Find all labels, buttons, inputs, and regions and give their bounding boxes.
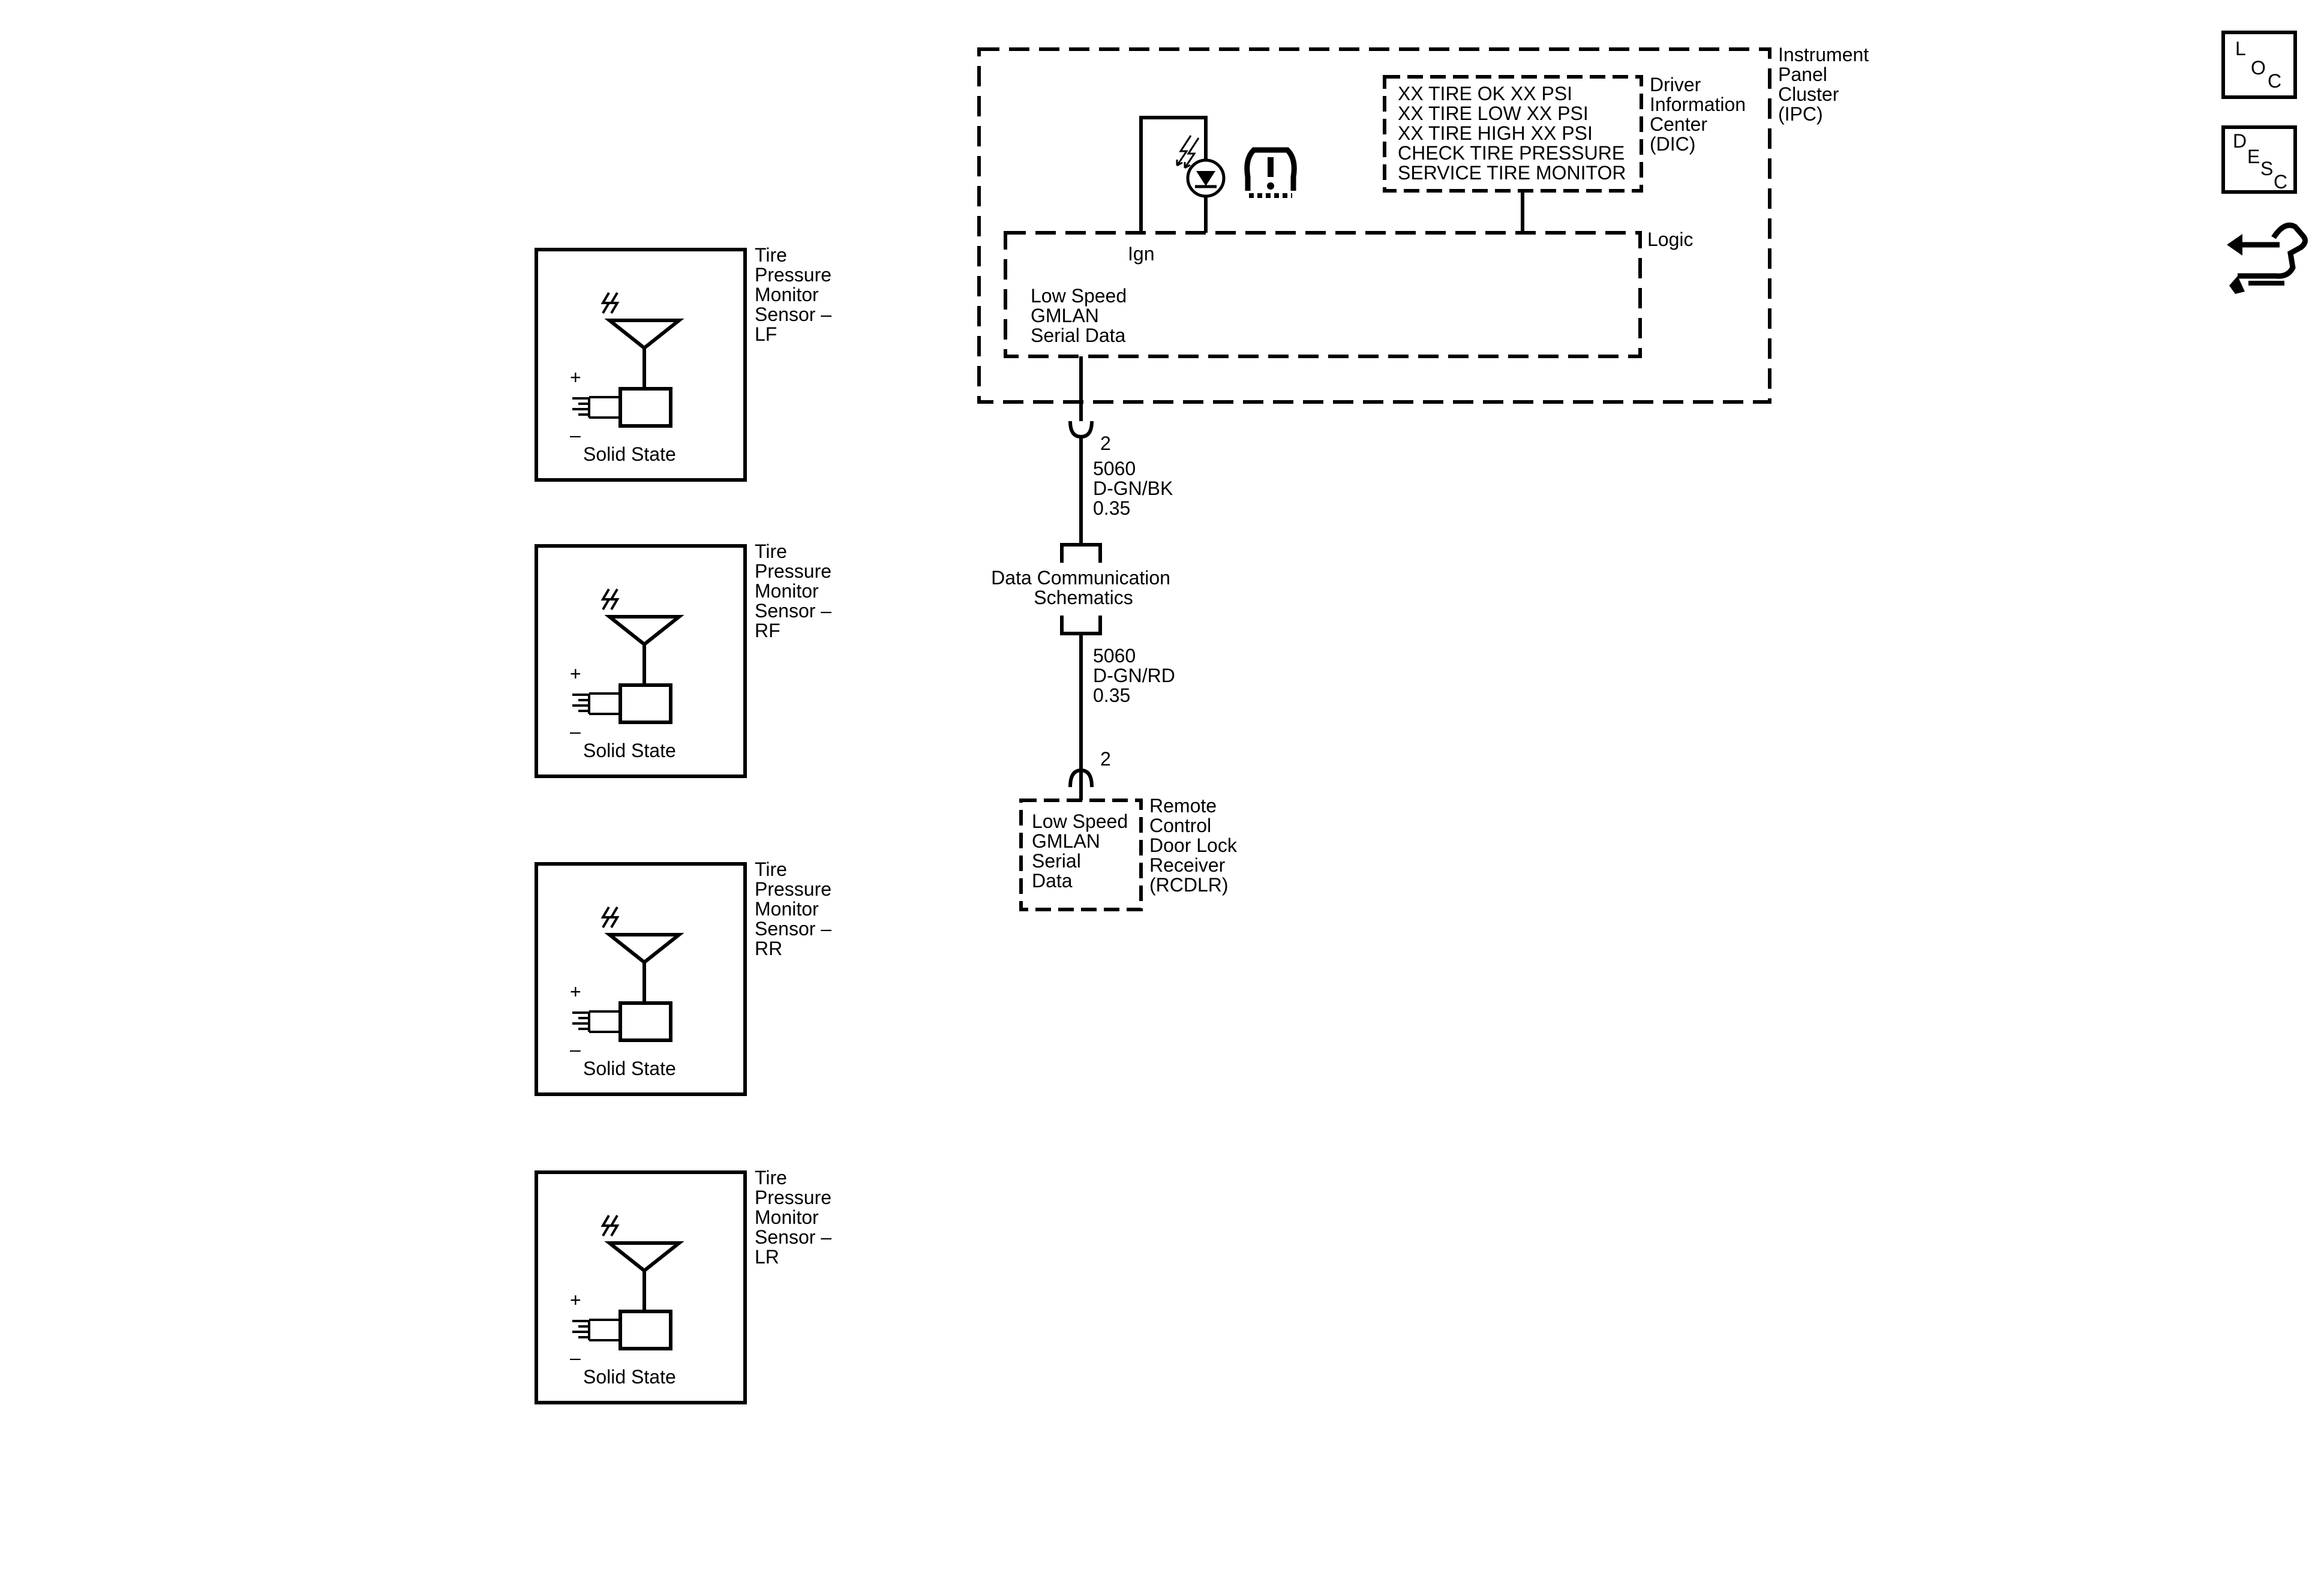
instrument-panel-cluster: Instrument Panel Cluster (IPC) XX TIRE O… (977, 44, 1874, 404)
antenna-icon (600, 1214, 684, 1311)
led-indicator-icon (1176, 135, 1226, 198)
tire-pressure-sensor-lf: + – Solid State Tire Pressure Monitor Se… (535, 244, 837, 482)
sensor-module (618, 1310, 672, 1350)
svg-text:L: L (2235, 38, 2246, 59)
sensor-box (535, 544, 747, 778)
battery-minus: – (570, 1038, 581, 1060)
battery-icon (572, 1010, 620, 1033)
battery-plus: + (570, 367, 581, 388)
logic-border (1004, 231, 1642, 358)
sensor-box (535, 1170, 747, 1404)
loc-icon[interactable]: L O C (2221, 31, 2297, 99)
antenna-icon (600, 292, 684, 389)
sensor-label: Tire Pressure Monitor Sensor – LF (755, 244, 837, 345)
data-comm-bracket-top (1060, 543, 1102, 563)
svg-text:E: E (2247, 146, 2260, 167)
rcdlr-label: Remote Control Door Lock Receiver (RCDLR… (1149, 795, 1242, 896)
wire-label-lower: 5060 D-GN/RD 0.35 (1093, 645, 1181, 706)
battery-plus: + (570, 663, 581, 685)
svg-text:C: C (2274, 171, 2287, 193)
dic-border (1383, 75, 1643, 193)
sensor-label: Tire Pressure Monitor Sensor – RR (755, 858, 837, 959)
battery-plus: + (570, 981, 581, 1002)
rcdlr-connector-pin: 2 (1100, 748, 1111, 770)
battery-minus: – (570, 424, 581, 446)
antenna-icon (600, 588, 684, 685)
sensor-box (535, 248, 747, 482)
wire-label-upper: 5060 D-GN/BK 0.35 (1093, 458, 1178, 519)
ign-label: Ign (1128, 243, 1154, 265)
battery-icon (572, 396, 620, 419)
svg-text:O: O (2251, 57, 2266, 79)
solid-state-label: Solid State (583, 443, 676, 465)
tpms-indicator (1139, 116, 1297, 233)
data-comm-label: Data Communication Schematics (991, 567, 1176, 608)
ipc-serial-data-label: Low Speed GMLAN Serial Data (1031, 285, 1132, 346)
sensor-box (535, 862, 747, 1096)
serial-data-circuit: 2 5060 D-GN/BK 0.35 Data Communication S… (991, 356, 1181, 800)
sensor-module (618, 1001, 672, 1042)
sensor-module (618, 683, 672, 724)
ipc-border (977, 47, 1771, 404)
data-comm-bracket-bottom (1060, 616, 1102, 635)
antenna-icon (600, 906, 684, 1003)
ipc-label: Instrument Panel Cluster (IPC) (1778, 44, 1874, 125)
battery-icon (572, 1319, 620, 1341)
logic-label: Logic (1647, 229, 1694, 250)
solid-state-label: Solid State (583, 1366, 676, 1388)
tire-pressure-sensor-rf: + – Solid State Tire Pressure Monitor Se… (535, 541, 837, 778)
ipc-connector (1068, 421, 1094, 439)
remote-control-door-lock-receiver: Low Speed GMLAN Serial Data Remote Contr… (1019, 795, 1242, 911)
dic-label: Driver Information Center (DIC) (1650, 74, 1751, 155)
rcdlr-border (1019, 798, 1143, 911)
svg-text:D: D (2233, 130, 2247, 152)
tire-pressure-sensor-lr: + – Solid State Tire Pressure Monitor Se… (535, 1167, 837, 1404)
battery-minus: – (570, 1347, 581, 1368)
tpms-warning-icon (1244, 147, 1297, 198)
wrench-arrow-icon[interactable] (2227, 222, 2308, 294)
battery-minus: – (570, 721, 581, 742)
battery-plus: + (570, 1289, 581, 1311)
dic-messages: XX TIRE OK XX PSI XX TIRE LOW XX PSI XX … (1398, 83, 1630, 184)
sensor-label: Tire Pressure Monitor Sensor – LR (755, 1167, 837, 1268)
svg-text:C: C (2268, 70, 2281, 92)
sensor-module (618, 387, 672, 428)
ipc-connector-pin: 2 (1100, 433, 1111, 454)
rcdlr-serial-data-label: Low Speed GMLAN Serial Data (1032, 810, 1133, 891)
driver-information-center: XX TIRE OK XX PSI XX TIRE LOW XX PSI XX … (1383, 74, 1751, 233)
desc-icon[interactable]: D E S C (2221, 125, 2297, 194)
battery-icon (572, 692, 620, 715)
logic-block: Logic Low Speed GMLAN Serial Data (1004, 229, 1694, 358)
solid-state-label: Solid State (583, 1058, 676, 1079)
svg-text:S: S (2260, 158, 2273, 179)
solid-state-label: Solid State (583, 740, 676, 761)
rcdlr-connector (1068, 768, 1094, 788)
sensor-label: Tire Pressure Monitor Sensor – RF (755, 541, 837, 641)
tire-pressure-sensor-rr: + – Solid State Tire Pressure Monitor Se… (535, 858, 837, 1096)
